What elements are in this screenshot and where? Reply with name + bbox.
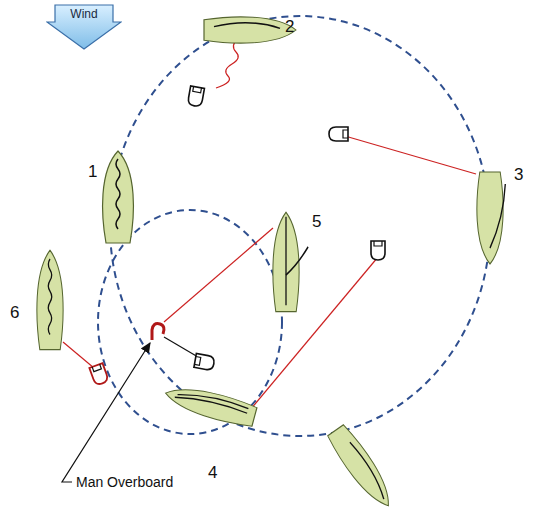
callout-number: 1	[88, 163, 97, 180]
person-symbol	[152, 324, 164, 340]
callout-number: 5	[312, 213, 321, 230]
callout-number: 2	[285, 18, 294, 35]
sailboat	[162, 381, 257, 429]
course-circle	[98, 210, 282, 434]
callout-text: Man Overboard	[74, 475, 175, 489]
sailboat	[103, 151, 134, 243]
leader-line	[62, 343, 150, 482]
wind-arrow: Wind	[46, 4, 122, 50]
callout-number: 3	[514, 166, 523, 183]
sailboat	[204, 17, 296, 43]
sailboat	[273, 212, 308, 311]
course-circle	[110, 16, 490, 436]
sailboat	[37, 250, 63, 349]
callout-number: 4	[208, 464, 217, 481]
sailboat	[326, 423, 399, 509]
callout-number: 6	[10, 304, 19, 321]
sailboat	[477, 172, 505, 264]
wind-label: Wind	[46, 4, 122, 21]
